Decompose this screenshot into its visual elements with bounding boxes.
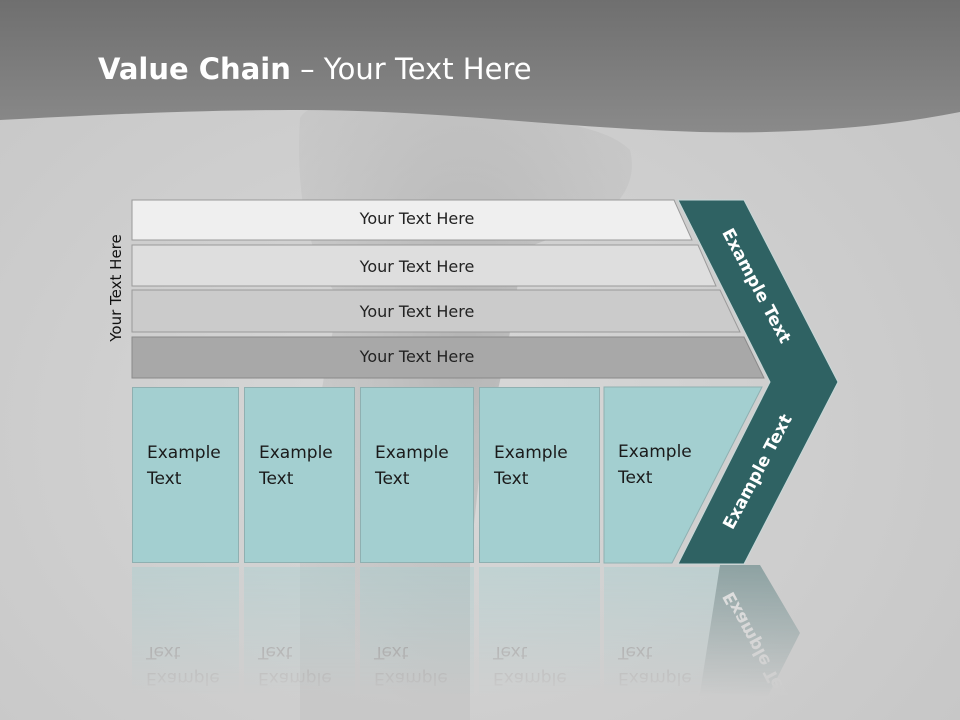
box-2-label: Example Text — [259, 443, 333, 489]
bar-3-label: Your Text Here — [359, 302, 475, 321]
bar-2-label: Your Text Here — [359, 257, 475, 276]
box-3-label: Example Text — [375, 443, 449, 489]
title-bold: Value Chain — [98, 52, 291, 86]
reflection: Example Text Example Text Example Text E… — [0, 565, 960, 720]
reflect-shapes — [604, 565, 800, 720]
box-1-label: Example Text — [147, 443, 221, 489]
box-3: Example Text — [360, 387, 474, 563]
reflect-box-5-label: Example Text — [618, 642, 692, 688]
box-2: Example Text — [244, 387, 355, 563]
header-band — [0, 0, 960, 133]
box-4-label: Example Text — [494, 443, 568, 489]
box-5-label: Example Text — [618, 442, 692, 488]
box-4: Example Text — [479, 387, 600, 563]
bar-1-label: Your Text Here — [359, 209, 475, 228]
page-title: Value Chain – Your Text Here — [98, 52, 532, 86]
title-rest: – Your Text Here — [290, 52, 532, 86]
box-1: Example Text — [132, 387, 239, 563]
bar-4-label: Your Text Here — [359, 347, 475, 366]
side-label: Your Text Here — [107, 234, 125, 342]
